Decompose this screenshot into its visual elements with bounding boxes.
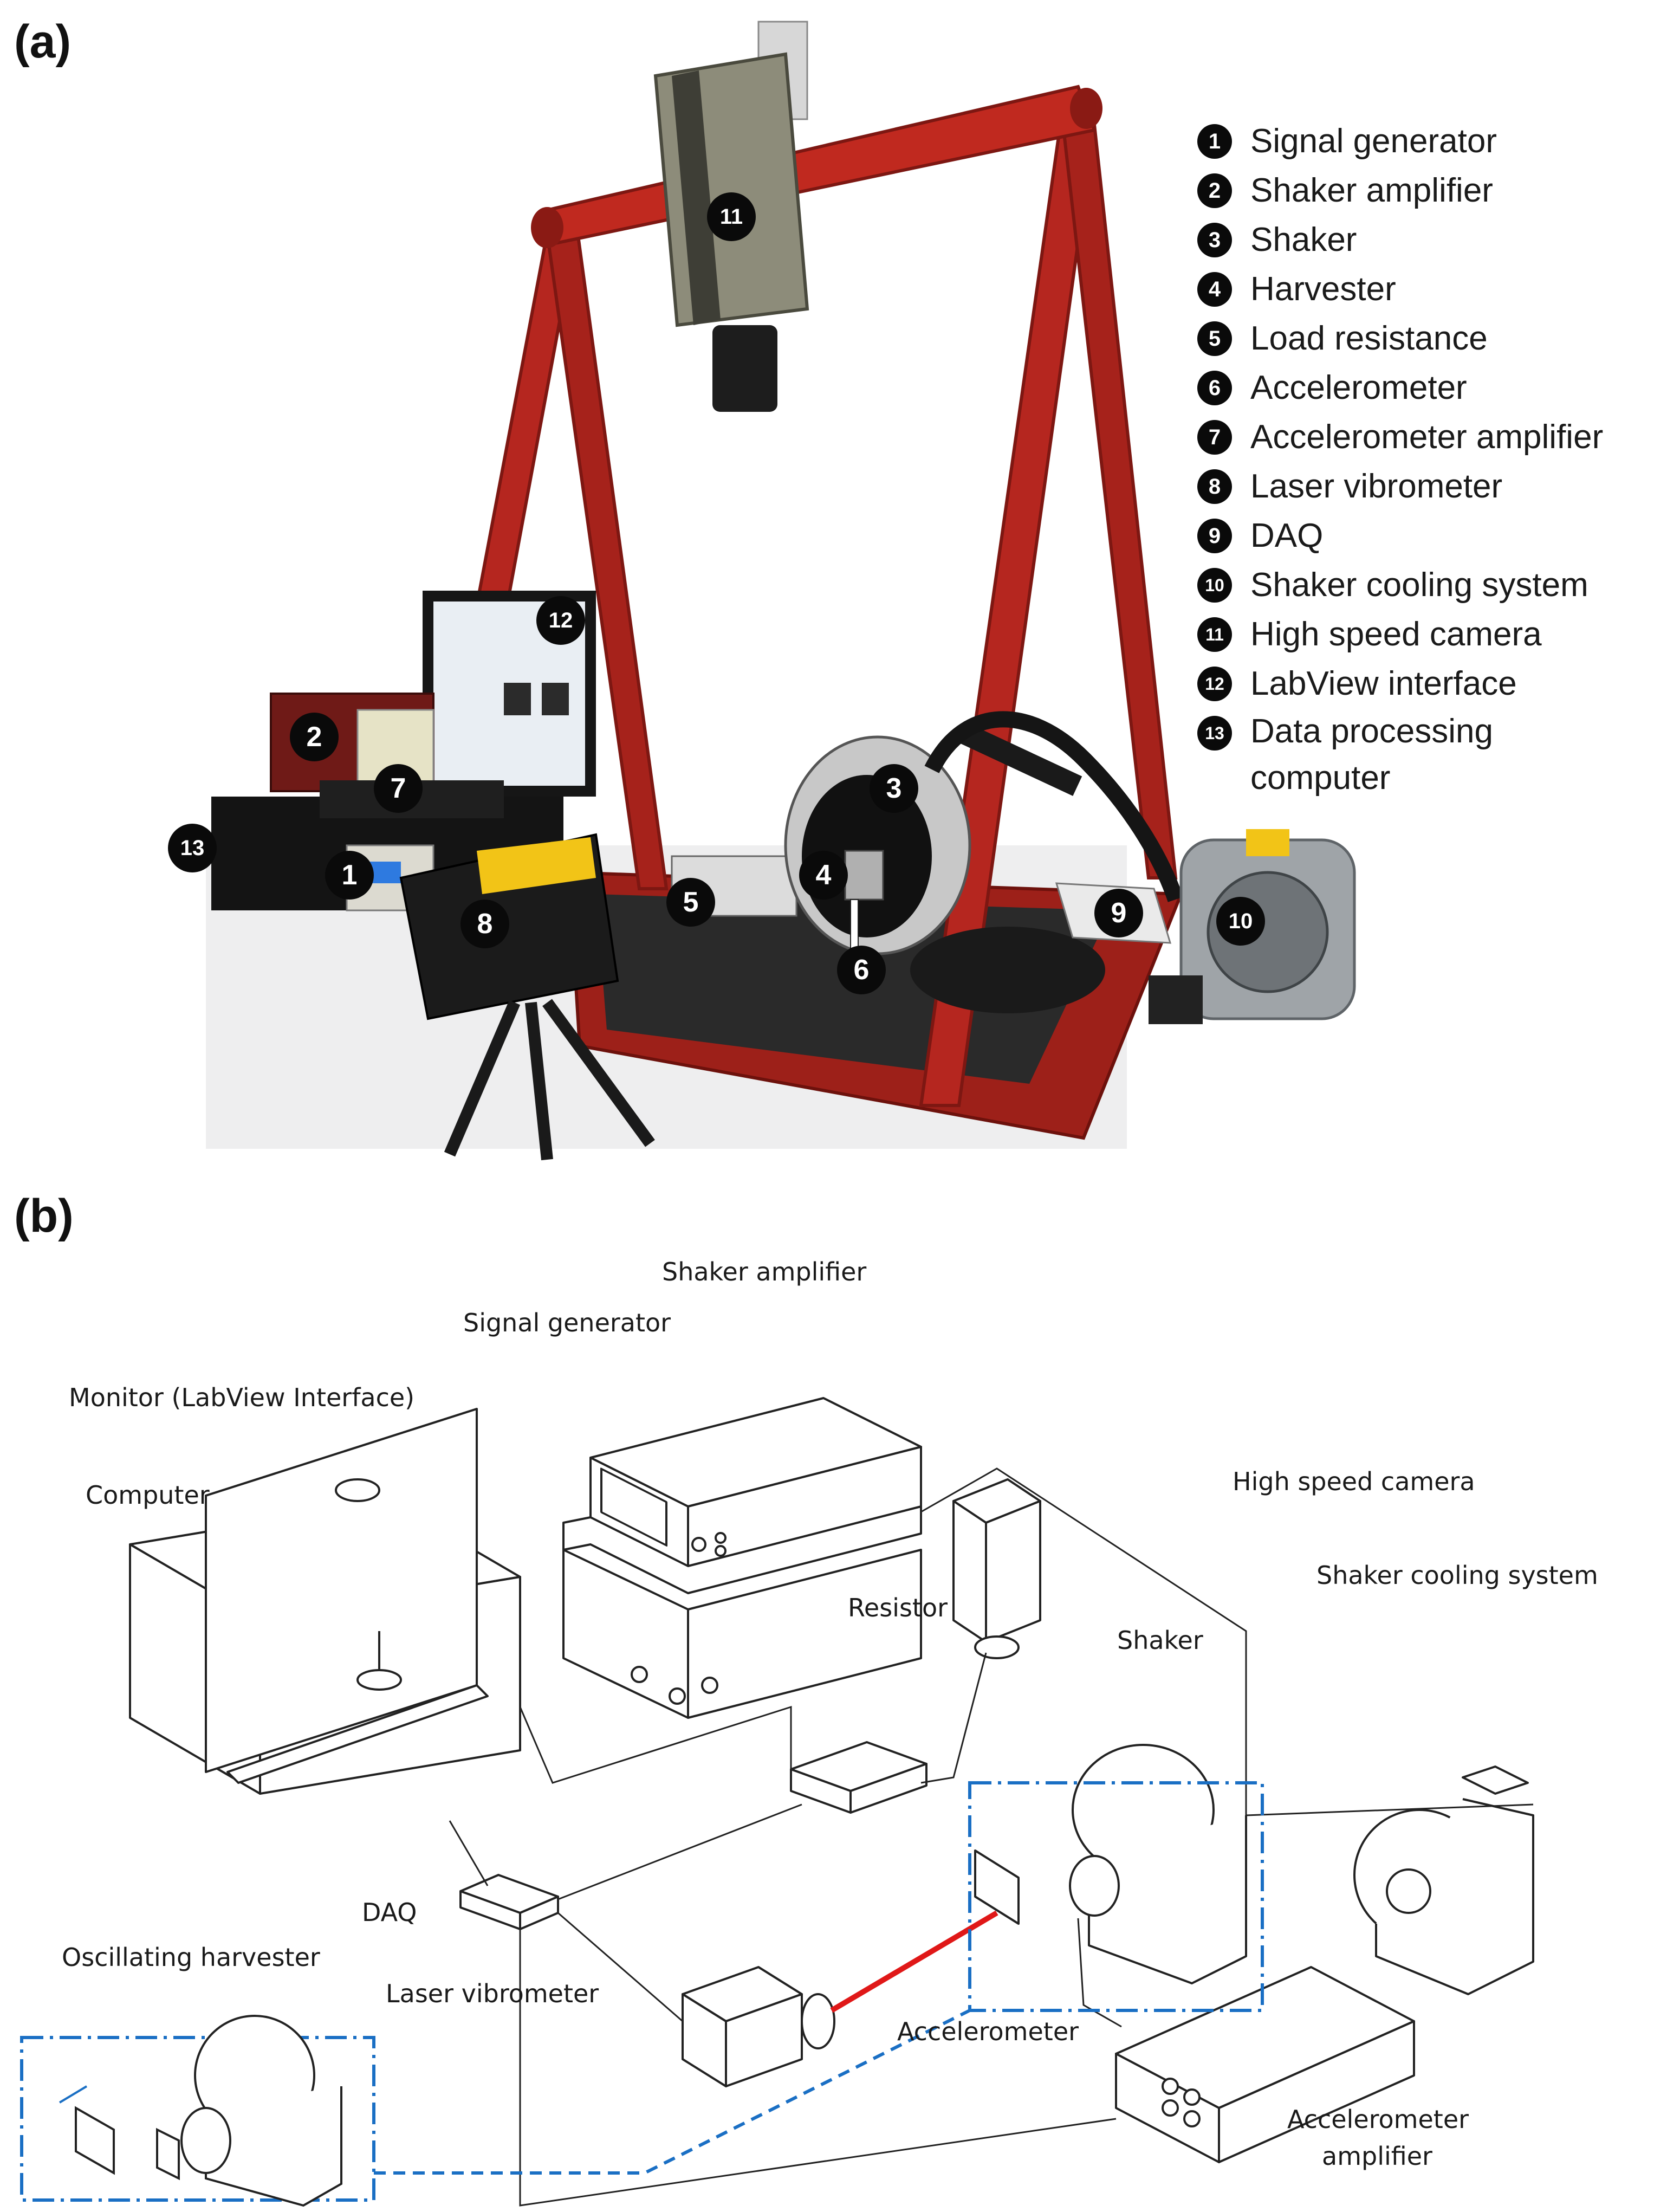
photo-marker-1: 1 [325, 851, 374, 900]
oscillation-arrow [59, 2085, 88, 2104]
legend-item: 10 Shaker cooling system [1197, 560, 1652, 610]
legend-label: Load resistance [1250, 320, 1488, 357]
legend-number: 5 [1197, 321, 1232, 356]
legend-label: Harvester [1250, 270, 1396, 308]
legend-label: Data processing computer [1250, 713, 1494, 797]
photo-marker-13: 13 [168, 824, 217, 872]
photo-marker-7: 7 [374, 764, 423, 813]
shaker-detail-box [968, 1781, 1264, 2012]
photo-marker-4: 4 [799, 851, 848, 900]
legend-number: 6 [1197, 371, 1232, 405]
legend-number: 7 [1197, 420, 1232, 455]
legend-number: 10 [1197, 568, 1232, 603]
legend-label: Signal generator [1250, 122, 1497, 160]
experimental-setup-photo [206, 21, 1356, 1161]
legend-label: LabView interface [1250, 665, 1517, 702]
label-laser-vibrometer: Laser vibrometer [386, 1979, 599, 2008]
daq [459, 1874, 559, 1930]
schematic-diagram [20, 1397, 1534, 2207]
photo-marker-6: 6 [837, 946, 886, 994]
label-monitor: Monitor (LabView Interface) [69, 1383, 415, 1412]
panel-label-a: (a) [14, 16, 72, 68]
shaker-cable [955, 721, 1082, 796]
laser-beam [830, 1910, 998, 2013]
photo-marker-3: 3 [870, 764, 918, 813]
legend-number: 3 [1197, 223, 1232, 257]
legend-item: 2 Shaker amplifier [1197, 166, 1652, 215]
legend-label: Accelerometer [1250, 369, 1467, 406]
panel-label-b: (b) [14, 1190, 74, 1242]
legend-label: High speed camera [1250, 616, 1542, 653]
label-daq: DAQ [362, 1898, 417, 1927]
photo-marker-12: 12 [536, 596, 585, 645]
frame-top-bar [540, 85, 1097, 246]
label-shaker-amplifier: Shaker amplifier [662, 1257, 867, 1286]
label-accelerometer: Accelerometer [897, 2017, 1079, 2046]
legend-item: 13 Data processing computer [1197, 708, 1543, 800]
legend-number: 1 [1197, 124, 1232, 159]
legend-item: 6 Accelerometer [1197, 363, 1652, 412]
legend-number: 12 [1197, 667, 1232, 701]
legend-label: Shaker amplifier [1250, 172, 1493, 209]
legend-number: 11 [1197, 617, 1232, 652]
legend-label: DAQ [1250, 517, 1324, 554]
laser-vibrometer [682, 1966, 835, 2087]
label-accelerometer-amplifier-line2: amplifier [1322, 2142, 1432, 2171]
photo-marker-5: 5 [666, 878, 715, 927]
legend-item: 4 Harvester [1197, 264, 1652, 314]
legend-item: 5 Load resistance [1197, 314, 1652, 363]
camera-lens [712, 325, 777, 412]
resistor [790, 1741, 927, 1814]
monitor [205, 1408, 489, 1784]
label-shaker: Shaker [1117, 1626, 1203, 1655]
harvester-detail-box [20, 2036, 375, 2202]
detail-connector [374, 2009, 971, 2175]
legend-item: 12 LabView interface [1197, 659, 1652, 708]
accelerometer-amplifier [1115, 1966, 1415, 2163]
legend-label: Shaker [1250, 221, 1357, 258]
legend-number: 9 [1197, 519, 1232, 553]
photo-marker-9: 9 [1094, 889, 1143, 937]
legend-item: 11 High speed camera [1197, 610, 1652, 659]
legend-label: Accelerometer amplifier [1250, 418, 1604, 456]
label-signal-generator: Signal generator [463, 1308, 671, 1337]
legend-item: 3 Shaker [1197, 215, 1652, 264]
legend-label: Laser vibrometer [1250, 468, 1503, 505]
legend-item: 1 Signal generator [1197, 117, 1652, 166]
label-oscillating-harvester: Oscillating harvester [62, 1943, 320, 1972]
label-accelerometer-amplifier-line1: Accelerometer [1287, 2105, 1469, 2134]
signal-generator [562, 1505, 922, 1719]
photo-marker-11: 11 [707, 192, 756, 241]
legend-number: 2 [1197, 173, 1232, 208]
legend-label: Shaker cooling system [1250, 566, 1588, 604]
shaker [974, 1744, 1247, 1984]
label-computer: Computer [86, 1480, 210, 1510]
high-speed-camera [952, 1478, 1041, 1659]
shaker-cooling-system [1353, 1765, 1534, 1995]
photo-marker-10: 10 [1216, 897, 1265, 946]
photo-marker-8: 8 [460, 900, 509, 948]
legend-number: 8 [1197, 469, 1232, 504]
legend-item: 8 Laser vibrometer [1197, 462, 1652, 511]
photo-marker-2: 2 [290, 713, 339, 761]
legend-item: 9 DAQ [1197, 511, 1652, 560]
oscillating-harvester [75, 2015, 342, 2207]
legend-number: 4 [1197, 272, 1232, 307]
label-resistor: Resistor [848, 1593, 948, 1622]
accelerometer [850, 899, 859, 949]
harvester [844, 850, 884, 901]
label-shaker-cooling-system: Shaker cooling system [1316, 1561, 1598, 1590]
legend-item: 7 Accelerometer amplifier [1197, 412, 1652, 462]
legend-number: 13 [1197, 716, 1232, 751]
label-high-speed-camera: High speed camera [1233, 1467, 1475, 1496]
